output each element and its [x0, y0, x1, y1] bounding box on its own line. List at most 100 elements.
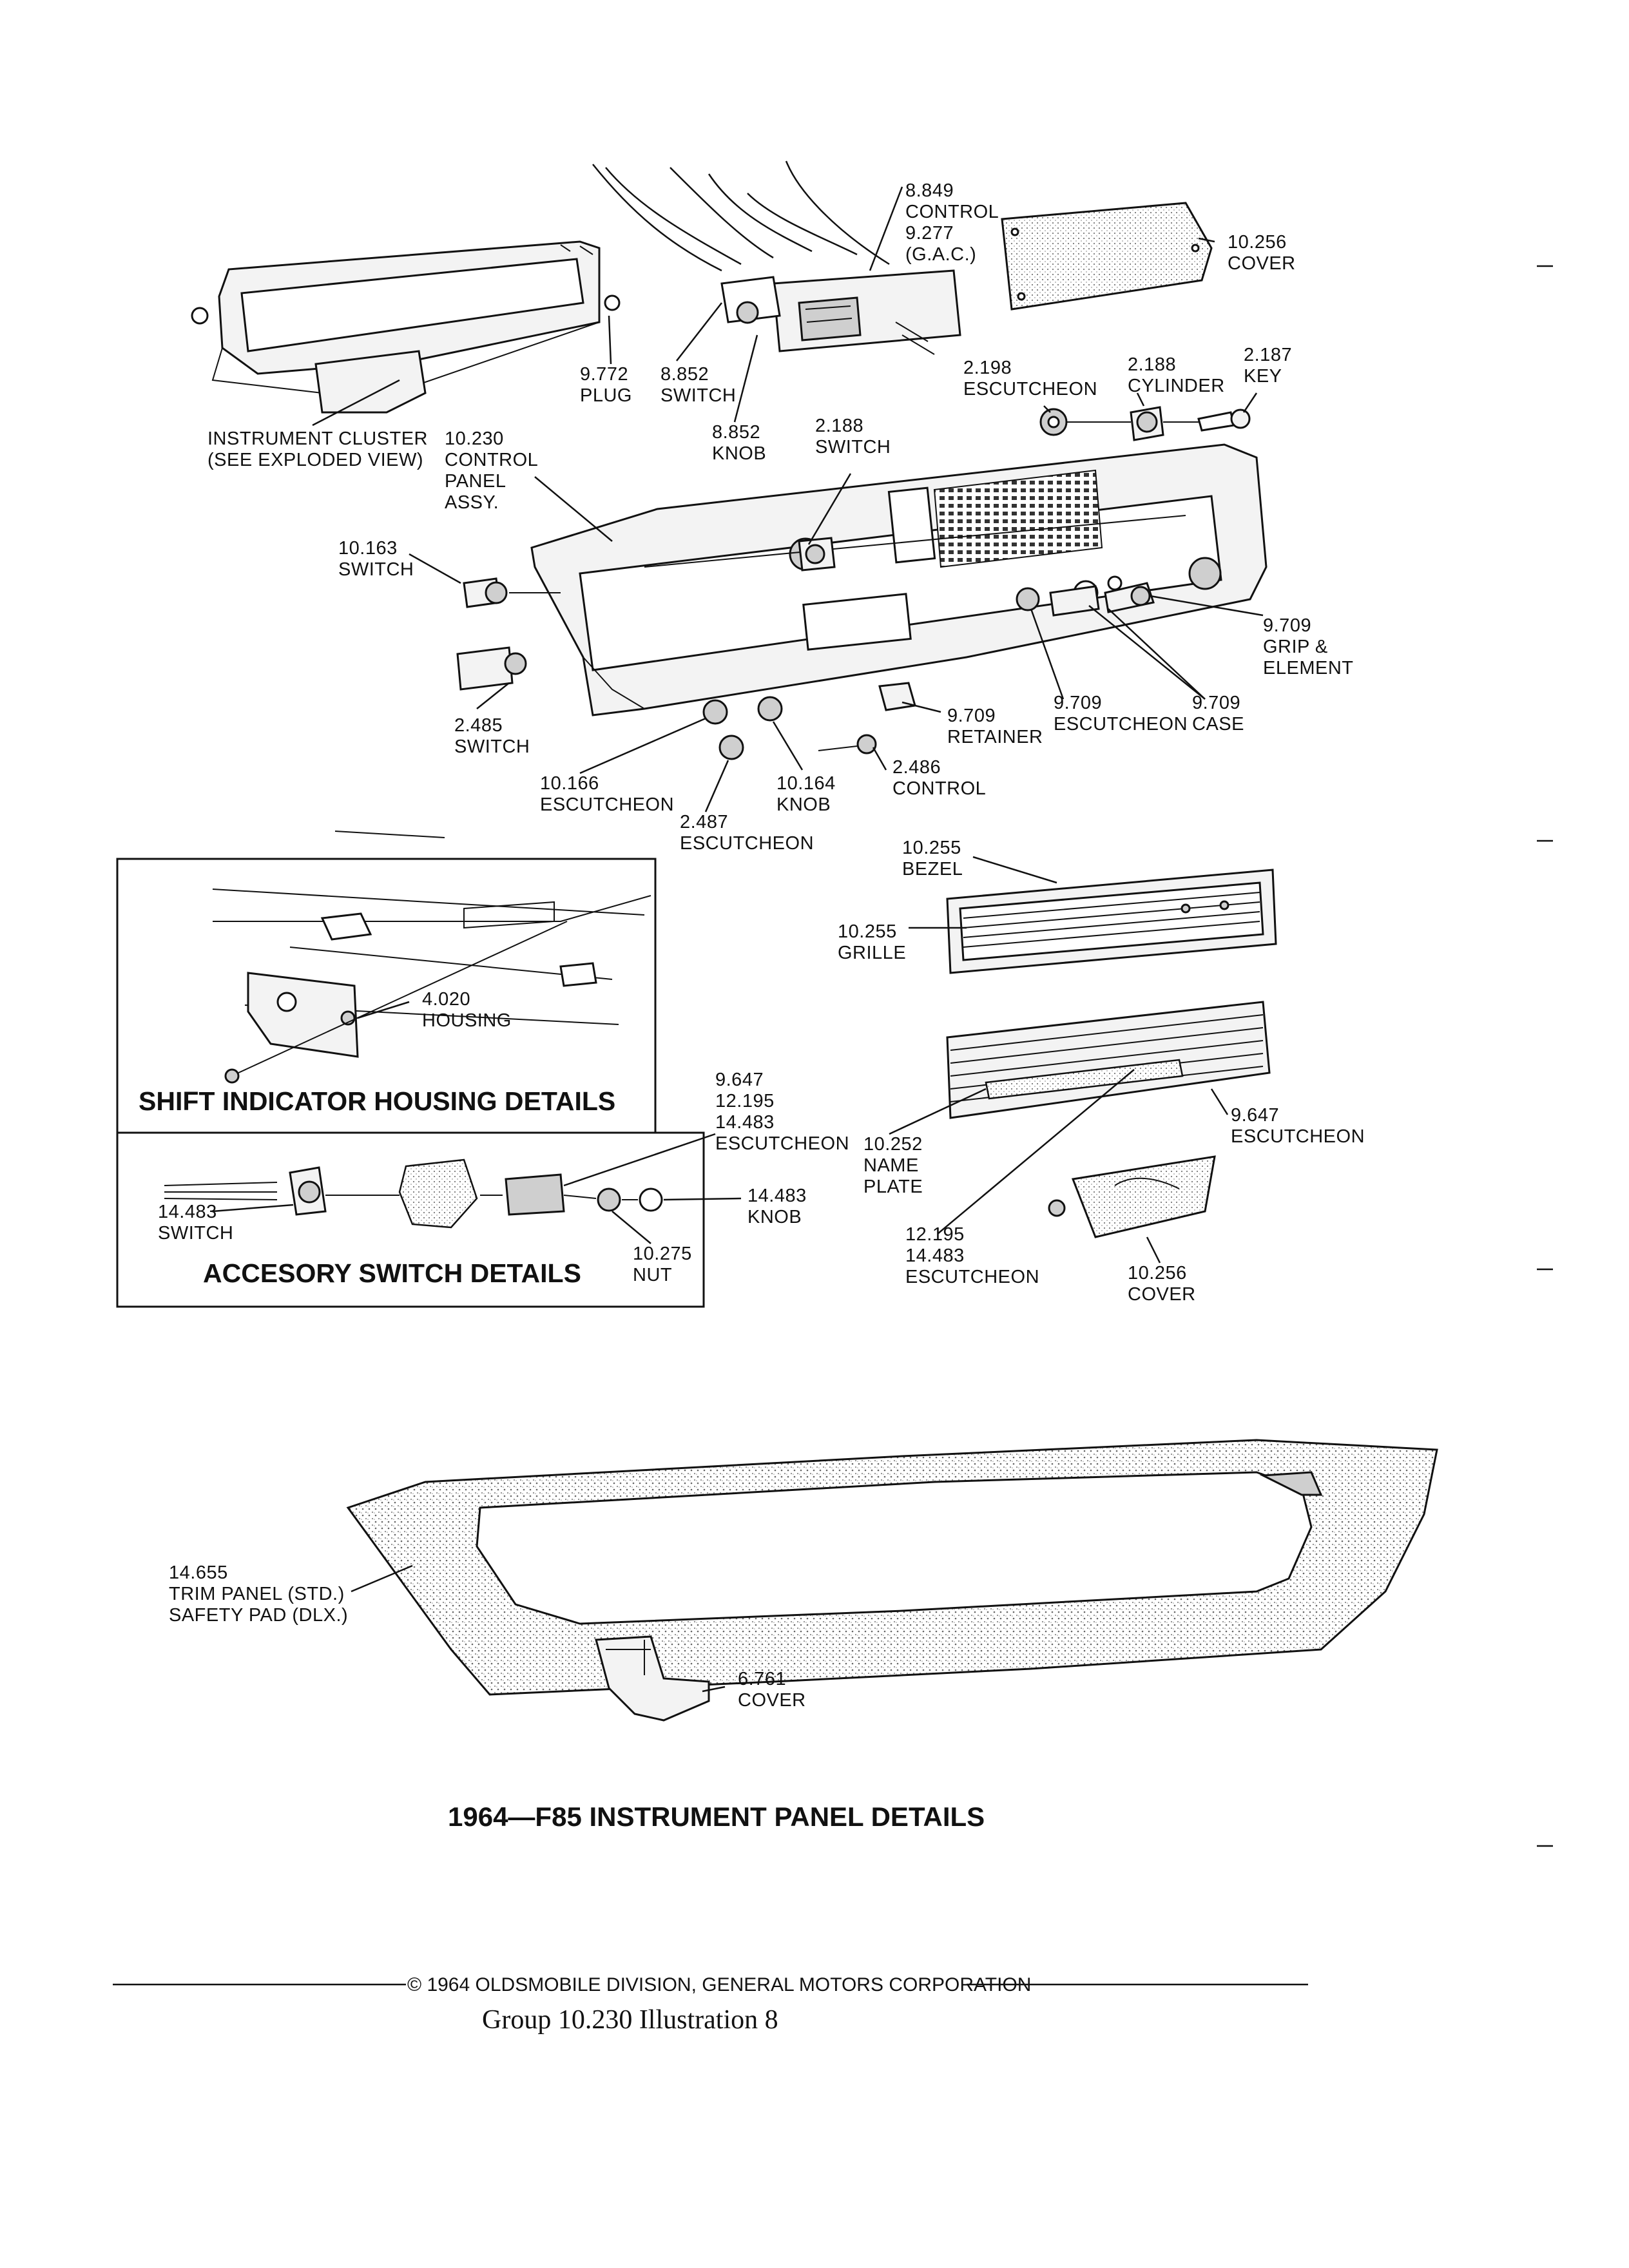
callout-line: 2.485 — [454, 715, 503, 736]
callout-line: COVER — [1128, 1284, 1196, 1305]
callout-line: 9.772 — [580, 364, 628, 385]
callout-line: (SEE EXPLODED VIEW) — [207, 450, 423, 470]
callout-line: GRILLE — [838, 943, 906, 963]
callout-line: ESCUTCHEON — [540, 794, 674, 815]
callout-line: ESCUTCHEON — [905, 1267, 1039, 1287]
callout-line: KEY — [1244, 366, 1282, 387]
callout-line: SAFETY PAD (DLX.) — [169, 1605, 348, 1626]
callout-line: SWITCH — [660, 385, 736, 406]
callout-line: 12.195 — [715, 1091, 775, 1111]
callout-line: 9.709 — [1192, 693, 1240, 713]
callout-line: 9.709 — [1263, 615, 1311, 636]
callout-line: SWITCH — [454, 736, 530, 757]
callout-line: 9.647 — [1231, 1105, 1279, 1126]
callout-cluster: INSTRUMENT CLUSTER(SEE EXPLODED VIEW) — [207, 428, 428, 470]
cover-top — [1001, 202, 1213, 311]
cover-bottom — [1048, 1155, 1216, 1238]
callout-line: (G.A.C.) — [905, 244, 976, 265]
callout-line: COVER — [1228, 253, 1296, 274]
callout-line: 14.483 — [715, 1112, 775, 1133]
callout-line: ESCUTCHEON — [1231, 1126, 1365, 1147]
callout-line: HOUSING — [422, 1010, 512, 1031]
cigar-lighter — [1016, 582, 1155, 617]
callout-line: 9.709 — [947, 706, 996, 726]
callout-line: 14.655 — [169, 1562, 228, 1583]
callout-line: 2.188 — [1128, 354, 1176, 375]
callout-line: NAME — [863, 1155, 919, 1176]
callout-line: CONTROL — [445, 450, 538, 470]
callout-line: 10.163 — [338, 538, 398, 559]
callout-line: 9.277 — [905, 223, 954, 244]
name-plate — [946, 1001, 1271, 1119]
callout-line: SWITCH — [338, 559, 414, 580]
callout-line: 2.198 — [963, 358, 1012, 378]
instrument-cluster — [191, 240, 621, 414]
callout-line: 12.195 — [905, 1224, 965, 1245]
callout-line: 10.166 — [540, 773, 599, 794]
callout-line: CYLINDER — [1128, 376, 1225, 396]
callout-line: TRIM PANEL (STD.) — [169, 1584, 345, 1604]
shift-indicator-drawing — [212, 831, 651, 1084]
ignition-parts — [1039, 406, 1251, 441]
callout-line: 9.647 — [715, 1070, 764, 1090]
callout-line: 14.483 — [158, 1202, 217, 1222]
callout-line: 2.187 — [1244, 345, 1292, 365]
trim-panel — [346, 1439, 1438, 1722]
callout-line: PLATE — [863, 1177, 923, 1197]
callout-line: 10.275 — [633, 1244, 692, 1264]
callout-line: 10.256 — [1128, 1263, 1187, 1283]
callout-line: KNOB — [747, 1207, 802, 1227]
shift-inset-title: SHIFT INDICATOR HOUSING DETAILS — [139, 1086, 615, 1116]
callout-line: 8.852 — [660, 364, 709, 385]
control-panel-assembly — [530, 443, 1268, 716]
callout-line: KNOB — [712, 443, 766, 464]
callout-line: CASE — [1192, 714, 1244, 735]
callout-line: 10.255 — [838, 921, 897, 942]
callout-line: ESCUTCHEON — [680, 833, 814, 854]
bezel-grille — [946, 869, 1277, 974]
callout-line: PLUG — [580, 385, 632, 406]
callout-line: SWITCH — [815, 437, 891, 457]
callout-line: CONTROL — [892, 778, 986, 799]
callout-line: 14.483 — [905, 1245, 965, 1266]
callout-line: SWITCH — [158, 1223, 233, 1244]
callout-line: 10.255 — [902, 838, 961, 858]
callout-line: BEZEL — [902, 859, 963, 879]
callout-line: 9.709 — [1054, 693, 1102, 713]
callout-line: 10.256 — [1228, 232, 1287, 253]
callout-line: KNOB — [776, 794, 831, 815]
callout-line: 10.252 — [863, 1134, 923, 1155]
callout-line: GRIP & — [1263, 637, 1328, 657]
callout-line: INSTRUMENT CLUSTER — [207, 428, 428, 449]
margin-marks — [1537, 265, 1553, 1847]
leader-lines — [212, 186, 1264, 1693]
callout-line: RETAINER — [947, 727, 1043, 747]
callout-line: ESCUTCHEON — [715, 1133, 849, 1154]
accessory-inset-title: ACCESORY SWITCH DETAILS — [203, 1258, 581, 1288]
callout-line: 14.483 — [747, 1186, 807, 1206]
callout-line: 8.849 — [905, 180, 954, 201]
